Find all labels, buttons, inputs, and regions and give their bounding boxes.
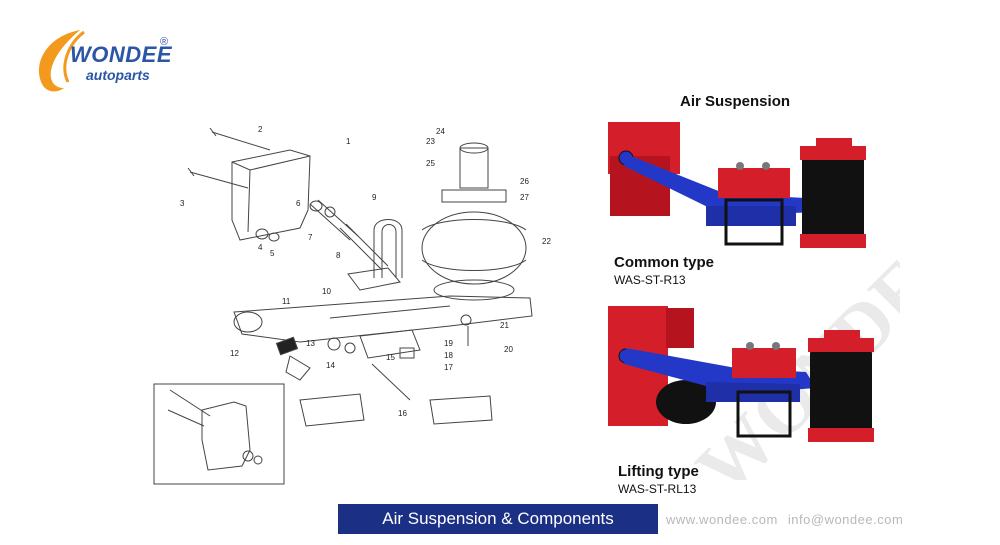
registered-mark: ® — [160, 36, 169, 48]
svg-text:14: 14 — [326, 361, 335, 370]
svg-text:3: 3 — [180, 199, 185, 208]
svg-text:9: 9 — [372, 193, 377, 202]
svg-text:24: 24 — [436, 127, 445, 136]
svg-text:21: 21 — [500, 321, 509, 330]
svg-text:11: 11 — [282, 297, 291, 306]
svg-text:17: 17 — [444, 363, 453, 372]
svg-text:1: 1 — [346, 137, 351, 146]
footer-contacts: www.wondee.com info@wondee.com — [666, 512, 903, 527]
footer-email-link[interactable]: info@wondee.com — [787, 512, 904, 527]
svg-text:7: 7 — [308, 233, 313, 242]
product-panel-title: Air Suspension — [680, 93, 791, 110]
lifting-type-render — [608, 306, 874, 442]
lifting-type-image — [606, 298, 906, 454]
common-type-image — [606, 116, 906, 252]
logo-swoosh-icon — [39, 30, 85, 92]
svg-text:10: 10 — [322, 287, 331, 296]
svg-text:6: 6 — [296, 199, 301, 208]
svg-text:15: 15 — [386, 353, 395, 362]
footer-website-link[interactable]: www.wondee.com — [666, 512, 778, 527]
svg-text:5: 5 — [270, 249, 275, 258]
logo-subtitle: autoparts — [86, 67, 150, 83]
common-type-render — [608, 122, 866, 248]
svg-text:25: 25 — [426, 159, 435, 168]
common-type-model: WAS-ST-R13 — [614, 273, 686, 287]
svg-text:13: 13 — [306, 339, 315, 348]
svg-text:8: 8 — [336, 251, 341, 260]
common-type-label: Common type — [614, 254, 715, 271]
logo-wordmark: WONDEE — [70, 42, 172, 67]
svg-text:19: 19 — [444, 339, 453, 348]
svg-text:22: 22 — [542, 237, 551, 246]
svg-text:27: 27 — [520, 193, 529, 202]
svg-text:23: 23 — [426, 137, 435, 146]
svg-text:4: 4 — [258, 243, 263, 252]
svg-text:16: 16 — [398, 409, 407, 418]
lifting-type-label: Lifting type — [618, 463, 699, 480]
svg-text:12: 12 — [230, 349, 239, 358]
svg-text:18: 18 — [444, 351, 453, 360]
svg-text:2: 2 — [258, 125, 263, 134]
svg-text:20: 20 — [504, 345, 513, 354]
caption-bar: Air Suspension & Components — [338, 504, 658, 534]
svg-text:26: 26 — [520, 177, 529, 186]
brand-logo: WONDEE ® autoparts — [28, 22, 198, 102]
lifting-type-model: WAS-ST-RL13 — [618, 482, 697, 496]
